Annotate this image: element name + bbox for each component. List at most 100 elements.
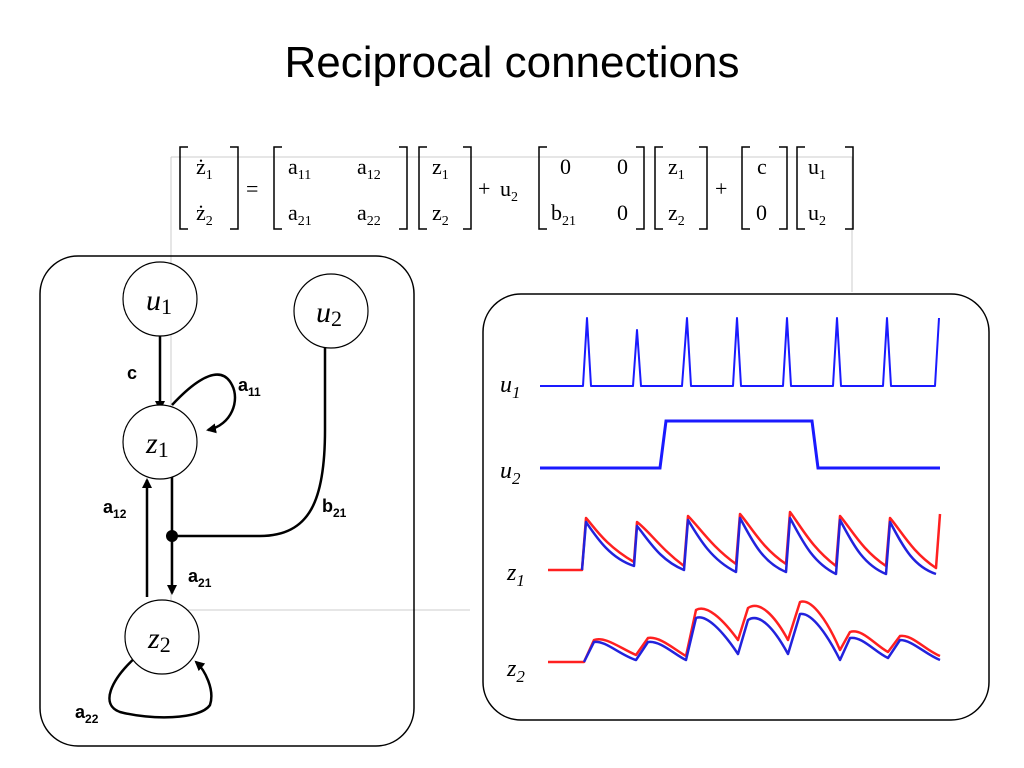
u-vector: u1 u2 bbox=[796, 146, 854, 230]
svg-text:a21: a21 bbox=[188, 566, 212, 590]
a22-entry: a bbox=[357, 200, 367, 225]
node-z1-sub: 1 bbox=[158, 437, 169, 462]
svg-text:ż2: ż2 bbox=[196, 200, 213, 229]
svg-text:z1: z1 bbox=[668, 154, 685, 183]
node-z1-label: z bbox=[145, 427, 158, 460]
svg-text:u2: u2 bbox=[808, 200, 826, 229]
u1-entry: u bbox=[808, 154, 819, 179]
svg-text:z2: z2 bbox=[668, 200, 685, 229]
z2-entry: z bbox=[432, 200, 442, 225]
label-a11-sub: 11 bbox=[248, 385, 261, 399]
svg-text:u2: u2 bbox=[316, 296, 342, 331]
u1-entry-sub: 1 bbox=[819, 168, 826, 183]
trace-z1-blue bbox=[580, 516, 937, 576]
svg-text:z2: z2 bbox=[432, 200, 449, 229]
edge-a22 bbox=[108, 655, 213, 719]
trace-label-z1: z bbox=[506, 560, 517, 586]
svg-text:ż1: ż1 bbox=[196, 154, 213, 183]
trace-z1-red bbox=[548, 510, 942, 572]
svg-text:a22: a22 bbox=[75, 702, 99, 726]
node-z2: z2 bbox=[124, 599, 200, 675]
slide-title: Reciprocal connections bbox=[284, 38, 740, 87]
c-entry: c bbox=[757, 154, 767, 179]
label-a22-sub: 22 bbox=[85, 712, 99, 726]
equals-sign: = bbox=[246, 176, 258, 201]
trace-label-u1: u bbox=[500, 372, 512, 398]
svg-text:a21: a21 bbox=[288, 200, 312, 229]
trace-u1-spikes bbox=[540, 317, 940, 387]
b22-entry: 0 bbox=[617, 200, 628, 225]
z1-entry-sub: 1 bbox=[442, 168, 449, 183]
u2-entry-sub: 2 bbox=[819, 214, 826, 229]
svg-text:a12: a12 bbox=[357, 154, 381, 183]
matrix-A: a11 a12 a21 a22 bbox=[273, 146, 408, 230]
label-b21: b bbox=[322, 496, 333, 516]
label-a12: a bbox=[103, 497, 114, 517]
lhs-z1-sub: 1 bbox=[206, 168, 213, 183]
svg-text:u1: u1 bbox=[500, 372, 521, 402]
label-c: c bbox=[127, 363, 137, 383]
vector-C: c 0 bbox=[741, 146, 788, 230]
z-vector-1: z1 z2 bbox=[418, 146, 472, 230]
u2-multiplier-sub: 2 bbox=[511, 190, 518, 205]
state-equation: ż1 ż2 = a11 a12 a21 a22 z1 z2 + u2 0 0 bbox=[179, 146, 854, 230]
a11-entry-sub: 11 bbox=[298, 168, 311, 183]
z1-entry: z bbox=[432, 154, 442, 179]
b11-entry: 0 bbox=[560, 154, 571, 179]
svg-text:a11: a11 bbox=[238, 375, 261, 399]
svg-text:b21: b21 bbox=[322, 496, 347, 520]
b21-entry-sub: 21 bbox=[562, 214, 576, 229]
svg-text:u2: u2 bbox=[500, 458, 521, 488]
b21-entry: b bbox=[551, 200, 562, 225]
a11-entry: a bbox=[288, 154, 298, 179]
a21-entry: a bbox=[288, 200, 298, 225]
label-a11: a bbox=[238, 375, 249, 395]
trace-label-u2: u bbox=[500, 458, 512, 484]
node-u2-label: u bbox=[316, 296, 331, 329]
label-b21-sub: 21 bbox=[333, 506, 347, 520]
u2-entry: u bbox=[808, 200, 819, 225]
z1-entry-b: z bbox=[668, 154, 678, 179]
a12-entry-sub: 12 bbox=[367, 168, 381, 183]
trace-u2-step bbox=[540, 419, 940, 470]
node-u1: u1 bbox=[122, 261, 198, 337]
z-vector-2: z1 z2 bbox=[654, 146, 708, 230]
trace-label-z2-sub: 2 bbox=[516, 667, 525, 686]
a12-entry: a bbox=[357, 154, 367, 179]
svg-text:z2: z2 bbox=[506, 656, 525, 686]
node-u1-sub: 1 bbox=[161, 294, 172, 319]
b12-entry: 0 bbox=[617, 154, 628, 179]
z2-entry-b-sub: 2 bbox=[678, 214, 685, 229]
timeseries-panel: u1 u2 z1 z2 bbox=[482, 293, 990, 721]
edge-b21 bbox=[172, 342, 327, 538]
network-diagram: u1 u2 z1 z2 c a11 a12 a21 a22 b21 bbox=[39, 255, 415, 747]
svg-text:z1: z1 bbox=[506, 560, 525, 590]
lhs-z2-sub: 2 bbox=[206, 214, 213, 229]
node-u2: u2 bbox=[293, 273, 369, 349]
label-a21-sub: 21 bbox=[198, 576, 212, 590]
trace-z2-blue bbox=[582, 612, 941, 663]
node-u2-sub: 2 bbox=[331, 306, 342, 331]
label-a22: a bbox=[75, 702, 86, 722]
a22-entry-sub: 22 bbox=[367, 214, 381, 229]
edge-a11 bbox=[171, 373, 237, 434]
svg-text:b21: b21 bbox=[551, 200, 576, 229]
trace-label-z1-sub: 1 bbox=[516, 571, 525, 590]
svg-text:z2: z2 bbox=[147, 622, 171, 657]
trace-label-u2-sub: 2 bbox=[512, 469, 521, 488]
lhs-z1: ż bbox=[196, 154, 206, 179]
trace-label-z2: z bbox=[506, 656, 517, 682]
modulation-junction bbox=[166, 530, 178, 542]
svg-text:a12: a12 bbox=[103, 497, 127, 521]
node-z1: z1 bbox=[122, 404, 198, 480]
timeseries-panel-frame bbox=[482, 293, 990, 721]
network-panel-frame bbox=[39, 255, 415, 747]
svg-text:u2: u2 bbox=[500, 176, 518, 205]
z1-entry-b-sub: 1 bbox=[678, 168, 685, 183]
node-u1-label: u bbox=[146, 284, 161, 317]
label-a21: a bbox=[188, 566, 199, 586]
u2-multiplier: u bbox=[500, 176, 511, 201]
svg-text:u1: u1 bbox=[146, 284, 172, 319]
svg-text:a11: a11 bbox=[288, 154, 311, 183]
